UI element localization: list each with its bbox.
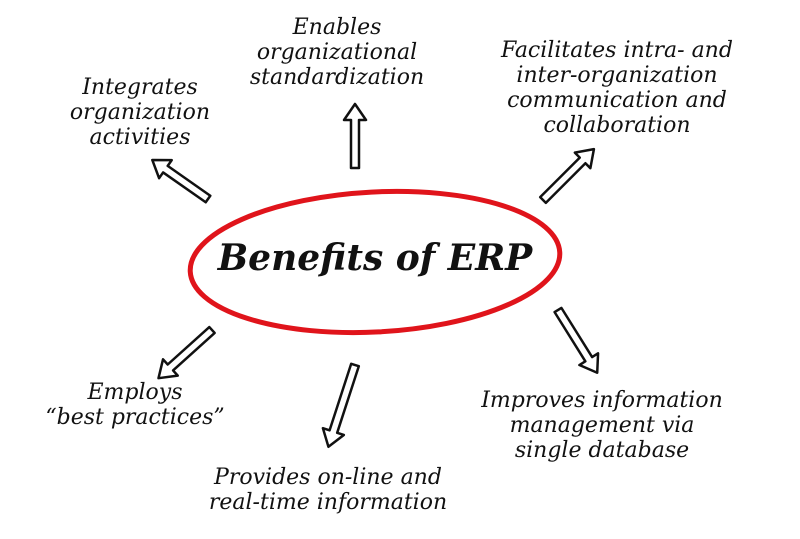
benefit-line: Facilitates intra- and — [501, 38, 733, 63]
benefit-line: Improves information — [481, 388, 723, 413]
benefit-standardization: Enables organizational standardization — [222, 15, 452, 90]
center-title: Benefits of ERP — [217, 237, 533, 279]
benefit-line: real-time information — [208, 490, 448, 515]
benefit-integrates: Integrates organization activities — [40, 75, 240, 150]
arrow-to-real-time — [321, 362, 361, 449]
benefit-line: Integrates — [82, 75, 198, 100]
arrow-to-information-management — [553, 306, 600, 375]
benefit-line: “best practices” — [45, 405, 225, 430]
benefit-line: standardization — [249, 65, 425, 90]
benefit-line: activities — [89, 125, 191, 150]
benefit-line: Enables — [292, 15, 382, 40]
benefit-best-practices: Employs “best practices” — [30, 380, 240, 430]
benefit-line: organization — [69, 100, 211, 125]
benefit-real-time: Provides on-line and real-time informati… — [178, 465, 478, 515]
arrow-to-standardization — [342, 102, 368, 170]
benefit-information-management: Improves information management via sing… — [452, 388, 752, 463]
benefit-line: communication and — [507, 88, 727, 113]
benefit-line: Provides on-line and — [214, 465, 442, 490]
benefit-line: collaboration — [543, 113, 691, 138]
arrow-to-best-practices — [157, 325, 216, 380]
benefit-communication: Facilitates intra- and inter-organizatio… — [462, 38, 772, 138]
benefit-line: Employs — [87, 380, 183, 405]
arrow-to-communication — [538, 147, 596, 205]
benefit-line: inter-organization — [516, 63, 718, 88]
center-ellipse — [187, 188, 563, 336]
benefit-line: management via — [509, 413, 695, 438]
arrow-to-integrates — [151, 158, 212, 204]
benefit-line: organizational — [256, 40, 418, 65]
benefit-line: single database — [514, 438, 690, 463]
